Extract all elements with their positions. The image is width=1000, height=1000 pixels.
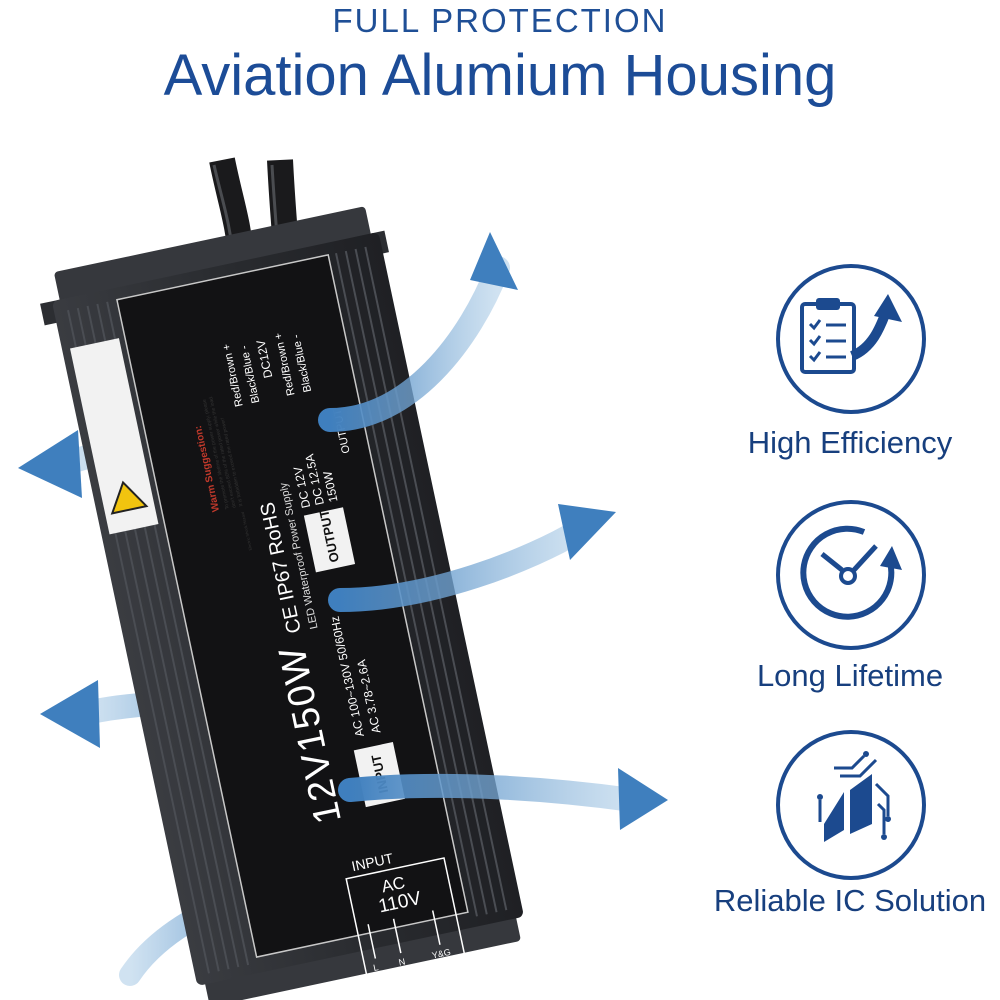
input-terminal-block: INPUT AC 110V L N Y&G (345, 850, 466, 978)
airflow-arrow-right-bottom (338, 768, 668, 830)
airflow-arrow-right-top (318, 232, 518, 432)
feature-label-reliable-ic-solution: Reliable IC Solution (713, 883, 987, 918)
input-box-ac: AC (380, 873, 407, 896)
feature-label-long-lifetime: Long Lifetime (756, 658, 944, 693)
term-n: N (398, 956, 406, 967)
warning-sticker (70, 338, 159, 535)
clock-icon (800, 525, 902, 620)
clipboard-arrow-icon (800, 294, 902, 374)
airflow-arrow-right-mid (328, 504, 616, 612)
feature-label-high-efficiency: High Efficiency (747, 425, 953, 460)
output-spec-3: 150W (320, 469, 340, 503)
feature-icon-circle (776, 264, 926, 414)
output-tag-box (303, 507, 356, 573)
feature-icon-circle (776, 730, 926, 880)
term-yg: Y&G (431, 947, 452, 961)
term-l: L (372, 962, 379, 973)
header-subtitle: FULL PROTECTION (332, 2, 668, 39)
circuit-chip-icon (817, 751, 891, 842)
feature-icon-circle (776, 500, 926, 650)
header-title: Aviation Alumium Housing (163, 43, 837, 108)
